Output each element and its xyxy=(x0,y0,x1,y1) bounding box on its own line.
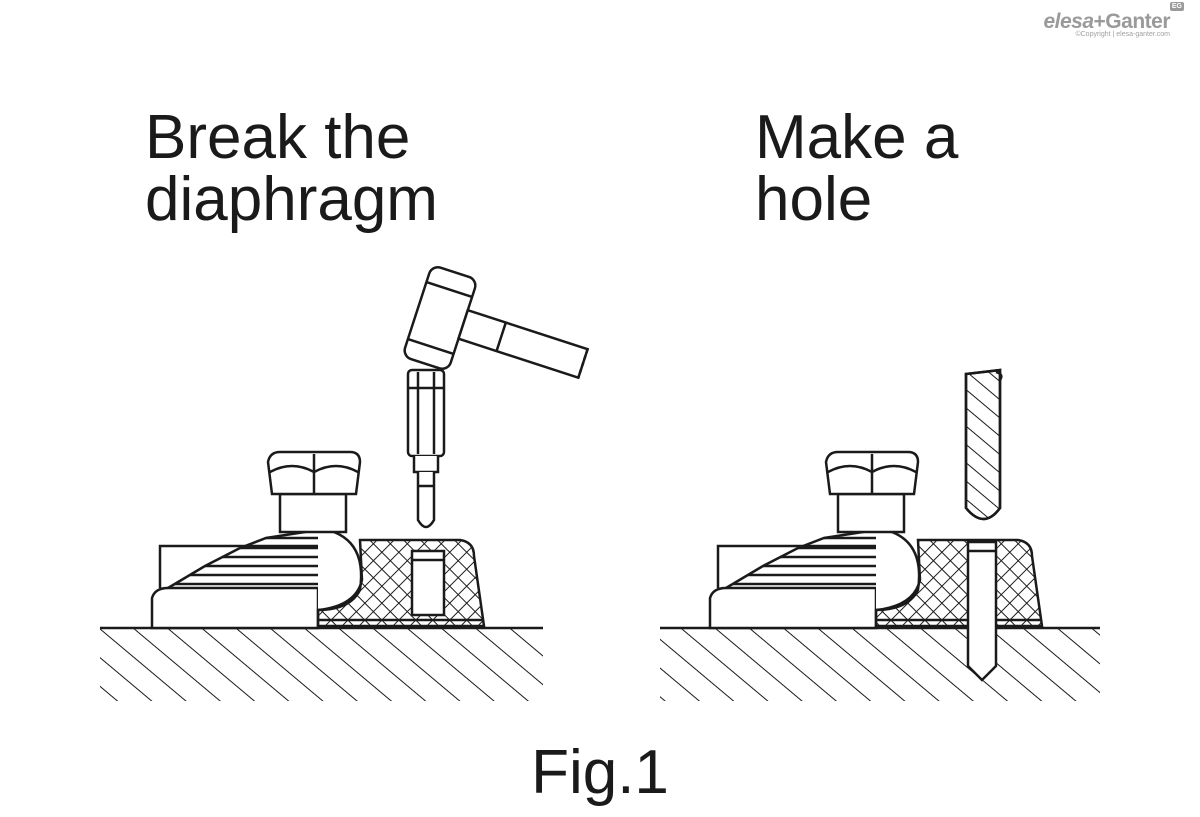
drilled-hole xyxy=(966,540,998,682)
leveling-foot-base xyxy=(150,586,320,630)
left-assembly xyxy=(100,266,590,701)
rubber-pad xyxy=(874,538,1044,628)
ground-hatching xyxy=(660,626,1100,701)
caption-line: diaphragm xyxy=(145,165,438,234)
logo-copyright: ©Copyright | elesa-ganter.com xyxy=(1075,31,1170,38)
caption-line: Break the xyxy=(145,103,411,172)
threaded-stem xyxy=(278,492,348,534)
logo-badge: EG xyxy=(1169,2,1184,11)
hammer-tool xyxy=(403,266,590,380)
drill-bit xyxy=(964,368,1003,521)
diaphragm-slot xyxy=(410,549,446,617)
caption-break-diaphragm: Break the diaphragm xyxy=(145,107,438,231)
right-assembly xyxy=(660,368,1100,701)
logo-wordmark: elesa+Ganter xyxy=(1043,10,1170,33)
brand-logo: elesa+Ganter EG ©Copyright | elesa-gante… xyxy=(1043,2,1184,38)
ground-hatching xyxy=(100,626,543,701)
leveling-foot-base xyxy=(708,586,878,630)
caption-line: hole xyxy=(755,165,873,234)
punch-tool xyxy=(406,368,446,529)
caption-line: Make a xyxy=(755,103,959,172)
threaded-stem xyxy=(836,492,906,534)
figure-label: Fig.1 xyxy=(531,738,669,807)
caption-make-hole: Make a hole xyxy=(755,107,958,231)
